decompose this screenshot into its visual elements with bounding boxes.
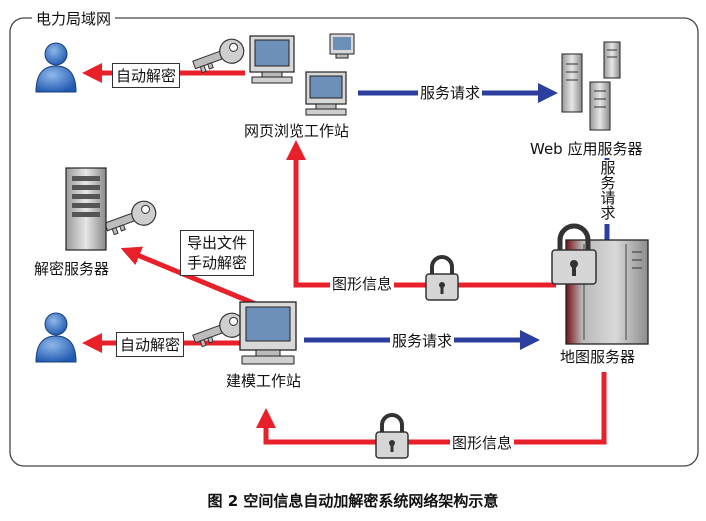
edge-label-service-request-top: 服务请求: [418, 82, 483, 103]
decrypt-server-label: 解密服务器: [34, 260, 110, 278]
web-workstation-icon: [249, 33, 355, 116]
user-icon: [35, 42, 77, 93]
key-icon: [104, 200, 157, 236]
edge-label-graphic-info-bottom: 图形信息: [450, 432, 515, 453]
map-server-icon: [565, 239, 649, 345]
lock-icon: [425, 255, 459, 301]
edge-label-auto-decrypt-top: 自动解密: [112, 63, 181, 88]
decrypt-server-icon: [65, 167, 107, 251]
edge-label-graphic-info-mid: 图形信息: [330, 273, 395, 294]
edge-label-export-file: 导出文件: [187, 234, 248, 252]
edge-label-service-request-mid: 服务请求: [390, 330, 455, 351]
lock-icon: [375, 413, 409, 459]
web-server-icon: [561, 41, 621, 131]
web-server-label: Web 应用服务器: [530, 140, 643, 158]
edge-label-manual-decrypt: 手动解密: [187, 254, 248, 272]
edge-graphic-info-bottom: [256, 372, 607, 445]
modeling-workstation-icon: [239, 301, 297, 365]
network-label: 电力局域网: [32, 8, 116, 29]
edge-graphic-info-mid: [286, 140, 556, 288]
lock-icon: [551, 223, 597, 285]
web-workstation-label: 网页浏览工作站: [244, 122, 350, 140]
vertical-text: 服务请求: [598, 160, 617, 220]
key-icon: [192, 312, 245, 348]
figure-caption: 图 2 空间信息自动加解密系统网络架构示意: [207, 492, 499, 510]
edge-label-auto-decrypt-bottom: 自动解密: [116, 332, 185, 357]
lan-boundary: [9, 17, 699, 467]
user-icon: [35, 312, 77, 363]
modeling-workstation-label: 建模工作站: [226, 372, 302, 390]
key-icon: [192, 38, 245, 74]
map-server-label: 地图服务器: [560, 348, 636, 366]
edge-label-service-request-vertical: 服务请求: [598, 160, 617, 224]
edge-label-export-manual: 导出文件 手动解密: [180, 230, 255, 276]
edge-export-file: [120, 246, 259, 308]
